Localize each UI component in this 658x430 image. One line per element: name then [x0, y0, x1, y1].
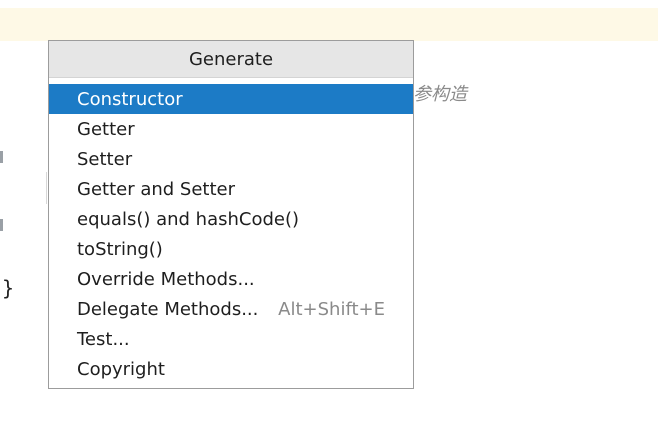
menu-item-tostring[interactable]: toString(): [49, 234, 413, 264]
menu-item-copyright[interactable]: Copyright: [49, 354, 413, 384]
menu-item-label: Setter: [77, 148, 133, 170]
gutter-marker: [0, 151, 3, 163]
code-closing-brace: }: [2, 276, 15, 300]
menu-item-label: equals() and hashCode(): [77, 208, 300, 230]
menu-item-label: Constructor: [77, 88, 183, 110]
menu-item-constructor[interactable]: Constructor: [49, 84, 413, 114]
menu-item-override-methods[interactable]: Override Methods...: [49, 264, 413, 294]
menu-item-test[interactable]: Test...: [49, 324, 413, 354]
menu-item-getter[interactable]: Getter: [49, 114, 413, 144]
menu-item-label: Getter: [77, 118, 135, 140]
menu-item-equals-hashcode[interactable]: equals() and hashCode(): [49, 204, 413, 234]
menu-item-label: Getter and Setter: [77, 178, 236, 200]
generate-popup: Generate Constructor Getter Setter Gette…: [48, 40, 414, 389]
menu-item-label: Override Methods...: [77, 268, 255, 290]
menu-item-getter-and-setter[interactable]: Getter and Setter: [49, 174, 413, 204]
popup-title: Generate: [49, 41, 413, 78]
generate-menu: Constructor Getter Setter Getter and Set…: [49, 84, 413, 384]
menu-item-setter[interactable]: Setter: [49, 144, 413, 174]
code-comment: 参构造: [413, 84, 467, 105]
menu-item-delegate-methods[interactable]: Delegate Methods... Alt+Shift+E: [49, 294, 413, 324]
menu-item-label: Test...: [77, 328, 130, 350]
menu-item-label: toString(): [77, 238, 163, 260]
current-line-highlight: [0, 8, 658, 41]
menu-item-label: Delegate Methods...: [77, 298, 259, 320]
menu-item-shortcut: Alt+Shift+E: [278, 298, 385, 320]
menu-item-label: Copyright: [77, 358, 165, 380]
gutter-marker: [0, 219, 3, 231]
indent-guide: [46, 172, 47, 204]
